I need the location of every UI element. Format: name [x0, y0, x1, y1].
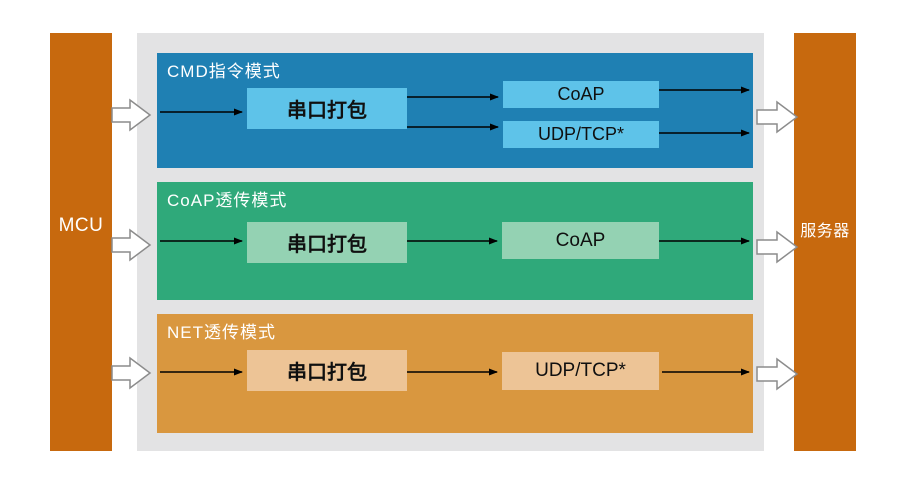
protocol-box-cmd-coap: CoAP — [503, 81, 659, 108]
serial-pack-box-cmd: 串口打包 — [247, 88, 407, 129]
protocol-box-net-udptcp: UDP/TCP* — [502, 352, 659, 390]
serial-pack-box-net: 串口打包 — [247, 350, 407, 391]
server-label: 服务器 — [800, 223, 850, 240]
band-title-cmd: CMD指令模式 — [167, 62, 281, 81]
mcu-bar — [50, 33, 112, 451]
serial-pack-box-coap: 串口打包 — [247, 222, 407, 263]
protocol-box-coap: CoAP — [502, 222, 659, 259]
band-title-net: NET透传模式 — [167, 323, 276, 342]
protocol-box-cmd-udptcp: UDP/TCP* — [503, 121, 659, 148]
band-title-coap: CoAP透传模式 — [167, 191, 288, 210]
mcu-label: MCU — [58, 215, 104, 236]
server-bar — [794, 33, 856, 451]
